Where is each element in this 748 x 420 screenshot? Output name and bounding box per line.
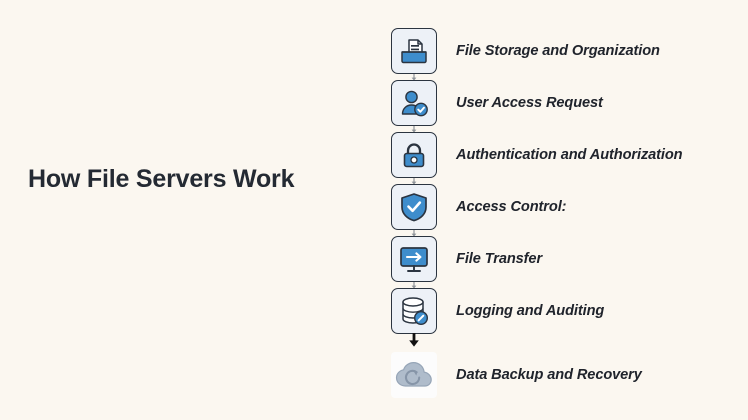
flow-step-4: Access Control:	[391, 184, 731, 237]
folder-document-icon	[398, 35, 430, 67]
flow-step-7-label: Data Backup and Recovery	[456, 367, 642, 383]
flow-step-6-label: Logging and Auditing	[456, 303, 605, 319]
flow-step-7: Data Backup and Recovery	[391, 352, 731, 404]
page-title: How File Servers Work	[28, 165, 295, 193]
connector-5-to-6	[411, 282, 417, 289]
flow-step-2: User Access Request	[391, 80, 731, 133]
icon-box-user-access[interactable]	[391, 80, 437, 126]
flow-step-1: File Storage and Organization	[391, 28, 731, 81]
flow-step-1-label: File Storage and Organization	[456, 43, 660, 59]
padlock-icon	[399, 140, 429, 170]
user-check-icon	[398, 87, 430, 119]
monitor-arrow-icon	[398, 243, 430, 275]
flow-step-2-label: User Access Request	[456, 95, 603, 111]
icon-box-authentication[interactable]	[391, 132, 437, 178]
flow-step-6: Logging and Auditing	[391, 288, 731, 347]
flow-step-5: File Transfer	[391, 236, 731, 289]
connector-1-to-2	[411, 74, 417, 81]
connector-2-to-3	[411, 126, 417, 133]
cloud-sync-icon	[395, 360, 433, 390]
shield-check-icon	[398, 191, 430, 223]
flow-step-5-label: File Transfer	[456, 251, 543, 267]
database-pencil-icon	[398, 295, 430, 327]
connector-4-to-5	[411, 230, 417, 237]
flow-step-4-label: Access Control:	[456, 199, 567, 215]
icon-box-access-control[interactable]	[391, 184, 437, 230]
connector-6-to-7-thick-arrow	[406, 332, 422, 353]
icon-box-logging-auditing[interactable]	[391, 288, 437, 334]
flow-step-3-label: Authentication and Authorization	[456, 147, 683, 163]
icon-box-data-backup[interactable]	[391, 352, 437, 398]
process-flow: File Storage and Organization	[391, 28, 731, 404]
icon-box-file-storage[interactable]	[391, 28, 437, 74]
flow-step-3: Authentication and Authorization	[391, 132, 731, 185]
connector-3-to-4	[411, 178, 417, 185]
icon-box-file-transfer[interactable]	[391, 236, 437, 282]
